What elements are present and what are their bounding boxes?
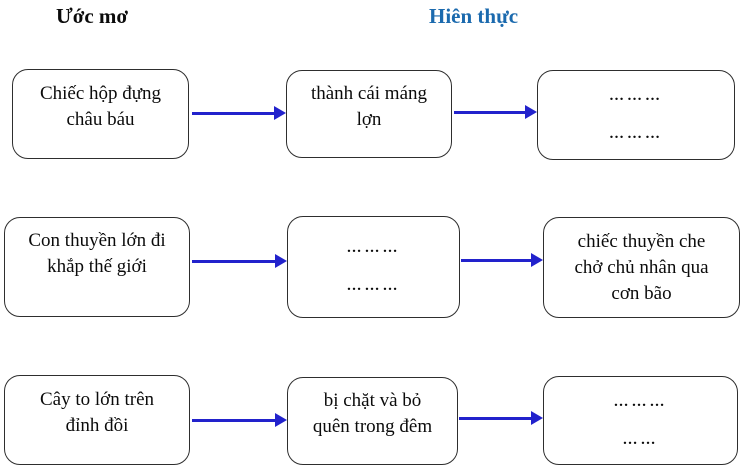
arrow-head — [274, 106, 286, 120]
box-text-line: bị chặt và bỏ — [323, 390, 422, 411]
box-text-line: đỉnh đồi — [65, 415, 129, 436]
arrow-head — [525, 105, 537, 119]
flow-arrow-icon — [192, 254, 287, 268]
box-text-line: thành cái máng — [310, 83, 428, 104]
arrow-shaft — [459, 416, 531, 420]
arrow-head — [275, 413, 287, 427]
row2-reality-box: chiếc thuyền che chở chủ nhân qua cơn bã… — [543, 217, 740, 318]
flow-arrow-icon — [192, 106, 286, 120]
flow-arrow-icon — [454, 105, 537, 119]
dotted-blank-line: ……… — [346, 278, 401, 294]
row2-middle-blank-box: ……… ……… — [287, 216, 460, 318]
dotted-blank-line: …… — [622, 431, 659, 448]
arrow-shaft — [192, 259, 275, 263]
row2-dream-box: Con thuyền lớn đi khắp thế giới — [4, 217, 190, 317]
arrow-shaft — [192, 418, 275, 422]
reality-column-header: Hiên thực — [429, 4, 519, 28]
dotted-blank-line: ……… — [609, 88, 663, 104]
flow-arrow-icon — [192, 413, 287, 427]
box-text-line: Chiếc hộp đựng — [39, 83, 162, 104]
arrow-head — [275, 254, 287, 268]
box-text-line: lợn — [356, 109, 382, 130]
arrow-head — [531, 253, 543, 267]
row3-middle-box: bị chặt và bỏ quên trong đêm — [287, 377, 458, 465]
row3-dream-box: Cây to lớn trên đỉnh đồi — [4, 375, 190, 465]
row1-reality-blank-box: ……… ……… — [537, 70, 735, 160]
box-text-line: khắp thế giới — [47, 256, 147, 277]
dotted-blank-line: ……… — [613, 393, 668, 410]
row3-reality-blank-box: ……… …… — [543, 376, 738, 465]
box-text-line: cơn bão — [611, 282, 672, 304]
box-text-line: châu báu — [66, 109, 135, 130]
arrow-shaft — [454, 110, 525, 114]
row1-middle-box: thành cái máng lợn — [286, 70, 452, 158]
box-text-line: chở chủ nhân qua — [574, 256, 709, 278]
box-text-line: Con thuyền lớn đi — [28, 230, 166, 251]
dotted-blank-line: ……… — [609, 126, 663, 142]
dream-column-header: Ước mơ — [56, 4, 129, 28]
row1-dream-box: Chiếc hộp đựng châu báu — [12, 69, 189, 159]
flow-arrow-icon — [459, 411, 543, 425]
arrow-head — [531, 411, 543, 425]
arrow-shaft — [461, 258, 531, 262]
box-text-line: quên trong đêm — [312, 416, 433, 437]
flow-arrow-icon — [461, 253, 543, 267]
dotted-blank-line: ……… — [346, 240, 401, 256]
arrow-shaft — [192, 111, 274, 115]
box-text-line: Cây to lớn trên — [40, 389, 154, 410]
box-text-line: chiếc thuyền che — [577, 230, 706, 252]
